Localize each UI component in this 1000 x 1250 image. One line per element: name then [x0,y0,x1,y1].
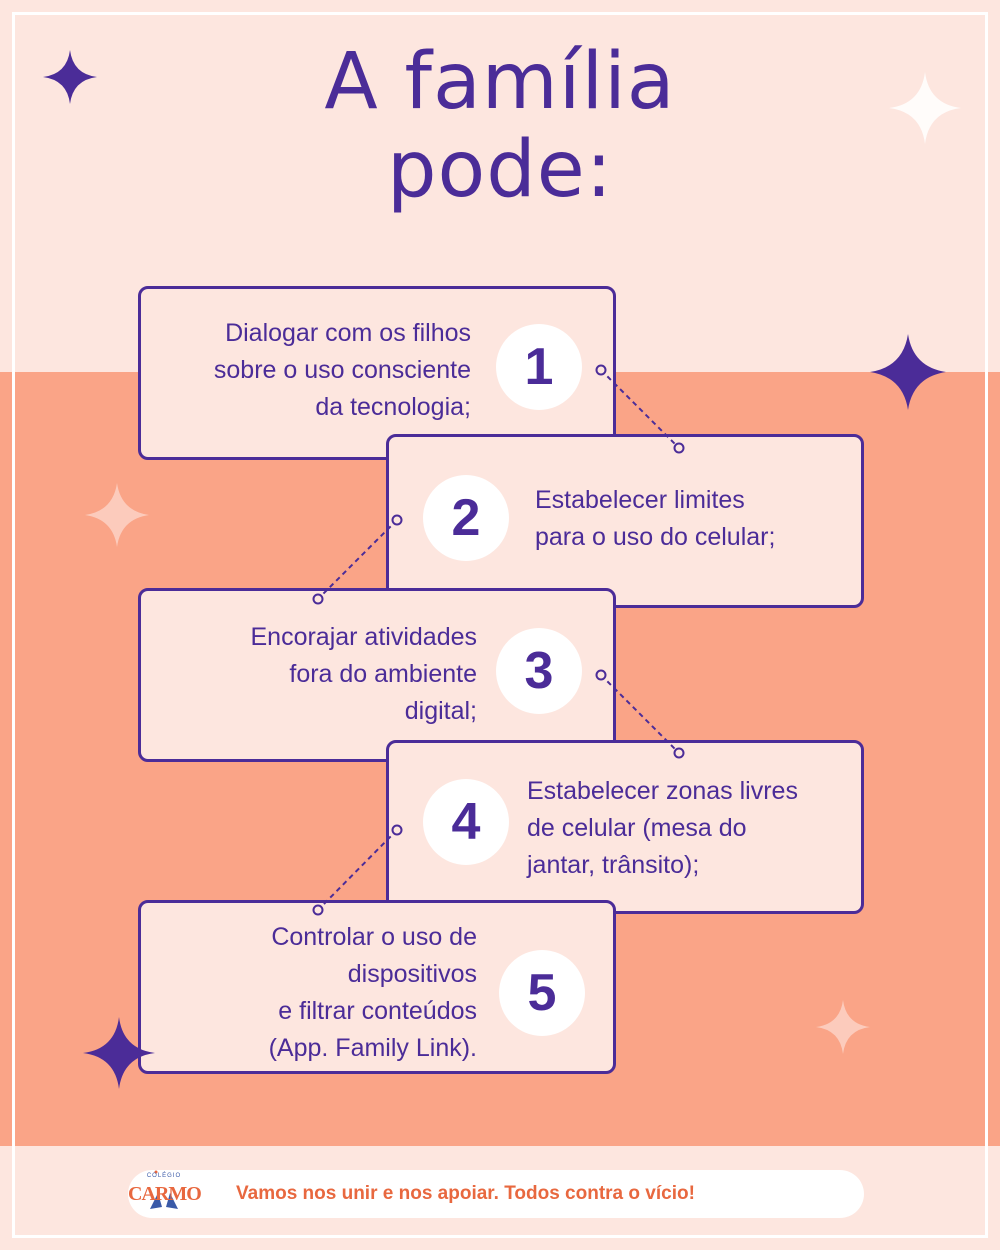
footer-slogan: Vamos nos unir e nos apoiar. Todos contr… [236,1183,695,1204]
step-card-2: Estabelecer limites para o uso do celula… [386,434,864,608]
sparkle-icon [816,1000,870,1054]
school-logo: COLÉGIO CARMO [128,1163,202,1225]
step-text-1: Dialogar com os filhos sobre o uso consc… [213,319,471,421]
step-text-5: Controlar o uso de dispositivos e filtra… [268,923,477,1062]
step-number-5: 5 [499,950,585,1036]
step-number-4: 4 [423,779,509,865]
sparkle-icon [889,72,961,144]
step-card-3: Encorajar atividades fora do ambiente di… [138,588,616,762]
connector-1-2 [595,364,685,454]
sparkle-icon [85,483,149,547]
step-text-4: Estabelecer zonas livres de celular (mes… [527,777,798,879]
logo-mark-icon [150,1170,178,1209]
step-number-3: 3 [496,628,582,714]
sparkle-icon [83,1017,155,1089]
title-line-2: pode: [386,125,613,215]
step-card-4: Estabelecer zonas livres de celular (mes… [386,740,864,914]
logo-text: CARMO [128,1183,202,1205]
page-title: A família pode: [0,38,1000,214]
step-number-2: 2 [423,475,509,561]
footer-pill [128,1170,864,1218]
sparkle-icon [43,50,97,104]
step-text-3: Encorajar atividades fora do ambiente di… [250,623,477,725]
title-line-1: A família [324,37,676,127]
step-text-2: Estabelecer limites para o uso do celula… [535,486,776,551]
sparkle-icon [870,334,946,410]
step-card-1: Dialogar com os filhos sobre o uso consc… [138,286,616,460]
connector-3-4 [595,669,685,759]
step-number-1: 1 [496,324,582,410]
connector-2-3 [312,514,403,605]
step-card-5: Controlar o uso de dispositivos e filtra… [138,900,616,1074]
connector-4-5 [312,824,403,916]
logo-top-text: COLÉGIO [146,1173,182,1179]
